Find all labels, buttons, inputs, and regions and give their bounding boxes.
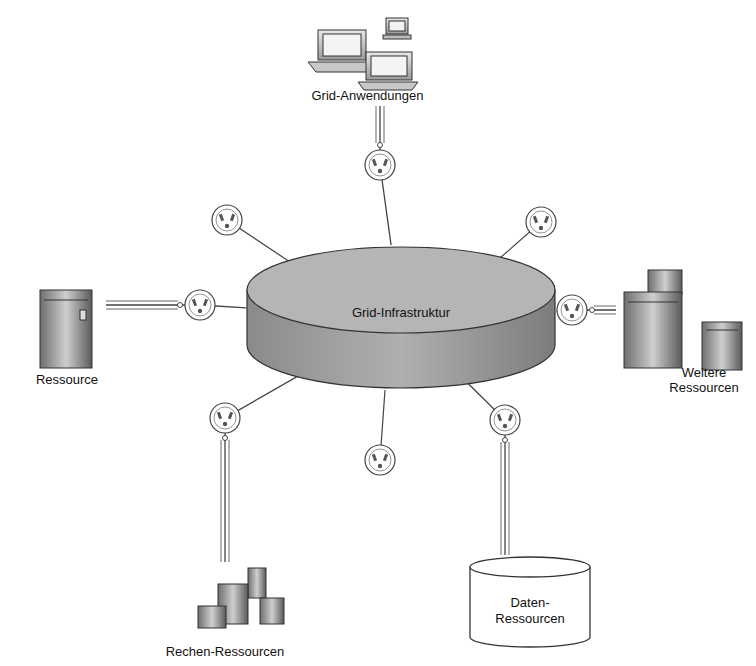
- plug-cable: [106, 305, 246, 308]
- resource-group: Rechen-Ressourcen: [150, 562, 300, 662]
- database-cylinder: Daten-Ressourcen: [468, 555, 592, 649]
- server-icon: [40, 290, 92, 368]
- server-icon: [198, 568, 284, 628]
- socket-symbol: [210, 403, 240, 433]
- resource-group: Ressource: [28, 286, 106, 390]
- socket-symbol: [365, 150, 395, 180]
- cable-strand: [229, 440, 230, 562]
- cable-strand: [106, 309, 178, 310]
- cable-strand: [594, 314, 616, 315]
- socket-symbol: [212, 205, 242, 235]
- socket-symbol: [490, 405, 520, 435]
- node-label: Rechen-Ressourcen: [166, 644, 285, 660]
- infrastructure-disk: Grid-Infrastruktur: [245, 245, 557, 390]
- plug-tip: [223, 436, 228, 441]
- cable-strand: [594, 306, 616, 307]
- socket-symbol: [185, 290, 215, 320]
- cable-strand: [106, 301, 178, 302]
- node-label: Grid-Anwendungen: [311, 88, 423, 104]
- computer-icon: [308, 18, 418, 90]
- cable-strand: [509, 442, 510, 555]
- plug-tip: [590, 308, 595, 313]
- cable-strand: [384, 106, 385, 143]
- node-label: Weitere Ressourcen: [662, 365, 746, 396]
- plug-tip: [378, 143, 383, 148]
- node-label: Grid-Infrastruktur: [352, 305, 450, 321]
- plug-tip: [178, 303, 183, 308]
- socket-symbol: [526, 207, 556, 237]
- node-label: Ressource: [36, 372, 98, 388]
- cable-strand: [376, 106, 377, 143]
- cable-strand: [221, 440, 222, 562]
- resource-group: Weitere Ressourcen: [616, 264, 752, 398]
- socket-symbol: [365, 445, 395, 475]
- server-icon: [624, 270, 742, 370]
- cable-strand: [501, 442, 502, 555]
- plug-tip: [503, 438, 508, 443]
- socket-symbol: [557, 295, 587, 325]
- resource-group: Grid-Anwendungen: [300, 14, 435, 106]
- node-label: Daten-Ressourcen: [480, 595, 580, 626]
- plug-cable: [225, 373, 303, 562]
